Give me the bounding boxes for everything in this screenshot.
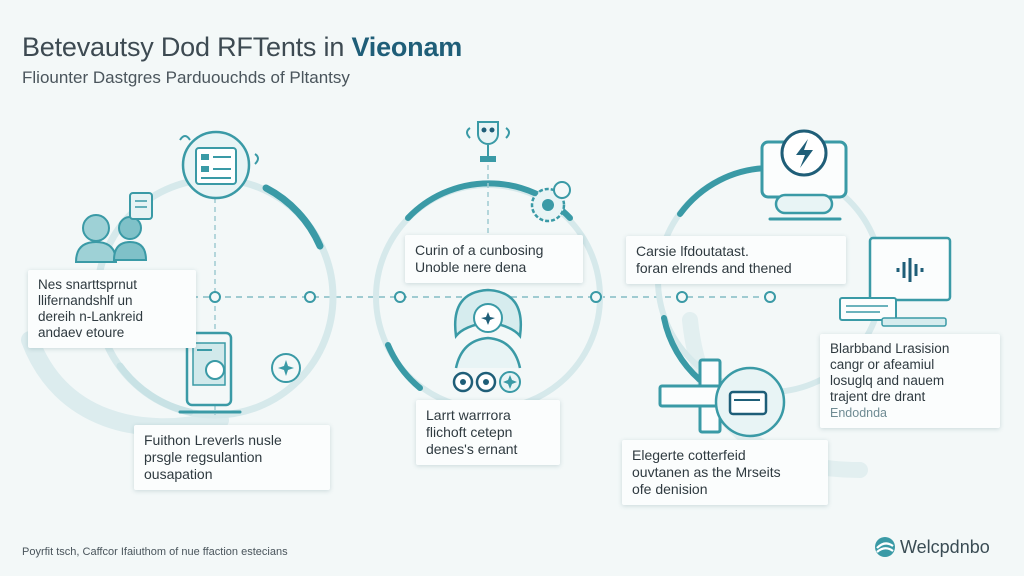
page-subtitle: Fliounter Dastgres Parduouchds of Pltant… <box>22 68 350 87</box>
card-line: dereih n-Lankreid <box>38 309 144 324</box>
card-line: Elegerte cotterfeid <box>632 447 746 463</box>
card-line: llifernandshlf un <box>38 293 133 308</box>
card-line: flichoft cetepn <box>426 424 513 440</box>
card-line: prsgle regsulantion <box>144 449 263 465</box>
card-line: ofe denision <box>632 481 708 497</box>
card-line: trajent dre drant <box>830 389 926 404</box>
card-line: Carsie lfdoutatast. <box>636 243 749 259</box>
card-line: ousapation <box>144 466 213 482</box>
card-center-bottom: Larrt warrrora flichoft cetepn denes's e… <box>416 400 560 465</box>
people-icon <box>74 192 153 263</box>
lightning-screen-icon <box>760 129 848 221</box>
card-right-top: Carsie lfdoutatast. foran elrends and th… <box>626 236 846 284</box>
sparkle-icon <box>271 353 301 383</box>
title-main: Betevautsy Dod RFTents in <box>22 32 352 62</box>
card-line: andaev etoure <box>38 325 125 340</box>
card-line: denes's ernant <box>426 441 518 457</box>
title-accent: Vieonam <box>351 32 463 62</box>
card-line: Blarbband Lrasision <box>830 341 950 356</box>
clipboard-checklist-icon <box>179 130 259 200</box>
card-right-bottom: Elegerte cotterfeid ouvtanen as the Mrse… <box>622 440 828 505</box>
card-line: Unoble nere dena <box>415 259 527 275</box>
gear-pair-icon <box>530 181 571 223</box>
card-line: foran elrends and thened <box>636 260 792 276</box>
person-avatar-icon <box>453 288 523 369</box>
robot-trophy-icon <box>466 121 510 162</box>
coins-icon <box>452 371 521 393</box>
card-center-top: Curin of a cunbosing Unoble nere dena <box>405 235 583 283</box>
card-line: losuglq and nauem <box>830 373 945 388</box>
card-line: Nes snarttsprnut <box>38 277 138 292</box>
brand-logo: Welcpdnbo <box>872 537 990 558</box>
card-line: cangr or afeamiul <box>830 357 935 372</box>
card-line: Endodnda <box>830 406 888 420</box>
card-line: Larrt warrrora <box>426 407 511 423</box>
card-line: Fuithon Lreverls nusle <box>144 432 282 448</box>
monitor-waveform-icon <box>839 236 952 327</box>
card-right-mid: Blarbband Lrasision cangr or afeamiul lo… <box>820 334 1000 428</box>
page-title: Betevautsy Dod RFTents in Vieonam <box>22 32 462 63</box>
card-left-top: Nes snarttsprnut llifernandshlf un derei… <box>28 270 196 348</box>
card-left-bottom: Fuithon Lreverls nusle prsgle regsulanti… <box>134 425 330 490</box>
footer-note: Poyrfit tsch, Caffcor Ifaiuthom of nue f… <box>22 546 288 558</box>
brand-swoosh-icon <box>875 537 895 557</box>
card-line: ouvtanen as the Mrseits <box>632 464 781 480</box>
brand-name: Welcpdnbo <box>900 537 990 557</box>
card-hand-icon <box>714 366 786 438</box>
card-line: Curin of a cunbosing <box>415 242 544 258</box>
tablet-device-icon <box>178 331 242 414</box>
